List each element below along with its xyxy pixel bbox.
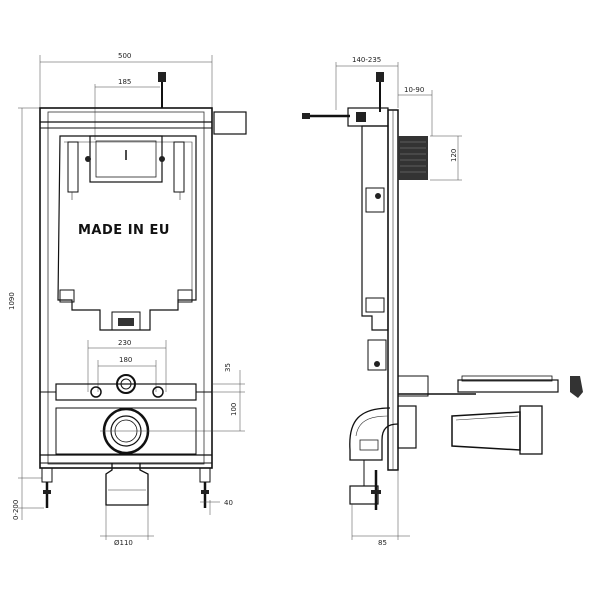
depth-dimension: 140-235 [335, 56, 399, 110]
supply-valve [158, 72, 166, 108]
top-dim-label: 185 [118, 78, 131, 86]
made-in-label: MADE IN EU [78, 223, 170, 238]
foot-dim-label: 0-200 [12, 500, 20, 520]
side-frame [387, 109, 428, 471]
outlet-dim-180: 180 [119, 356, 132, 364]
drain-pipe: Ø110 [100, 463, 154, 547]
side-cistern [361, 125, 389, 371]
drain-outlet [55, 407, 245, 455]
height-dimension: 1090 [8, 107, 42, 479]
height-dim-label: 1090 [8, 292, 16, 310]
plate-dimension: 10-90 [398, 86, 433, 136]
feet [41, 467, 211, 508]
front-view: 500 185 1090 [8, 52, 247, 547]
right-dim-100: 100 [230, 403, 238, 416]
width-dim-label: 500 [118, 52, 131, 60]
flush-plate-outline [213, 111, 247, 135]
side-bolts [397, 375, 583, 398]
bottom-dimension: 85 [351, 470, 410, 547]
button-dimension: 120 [430, 135, 462, 181]
plate-dim-label: 10-90 [404, 86, 424, 94]
side-supply [302, 72, 389, 127]
outlet-dimensions: 230 180 [87, 339, 167, 392]
top-dimension: 185 [94, 78, 160, 140]
frame [39, 107, 213, 469]
bowl-connector [397, 405, 543, 455]
side-drain-elbow [349, 407, 399, 505]
side-view: 140-235 10-90 120 [302, 56, 583, 547]
button-dim-label: 120 [450, 149, 458, 162]
bottom-dim-label: 85 [378, 539, 387, 547]
support-rail [40, 374, 212, 401]
foot-right-dim-label: 40 [224, 499, 233, 507]
right-dim-35: 35 [224, 363, 232, 372]
cistern [57, 135, 197, 331]
depth-dim-label: 140-235 [352, 56, 381, 64]
side-foot [371, 470, 381, 510]
right-dimensions: 35 100 [212, 363, 245, 431]
outlet-dim-230: 230 [118, 339, 131, 347]
foot-dimensions: 0-200 40 [12, 478, 233, 520]
drain-dim-label: Ø110 [114, 539, 133, 547]
width-dimension: 500 [39, 52, 213, 108]
